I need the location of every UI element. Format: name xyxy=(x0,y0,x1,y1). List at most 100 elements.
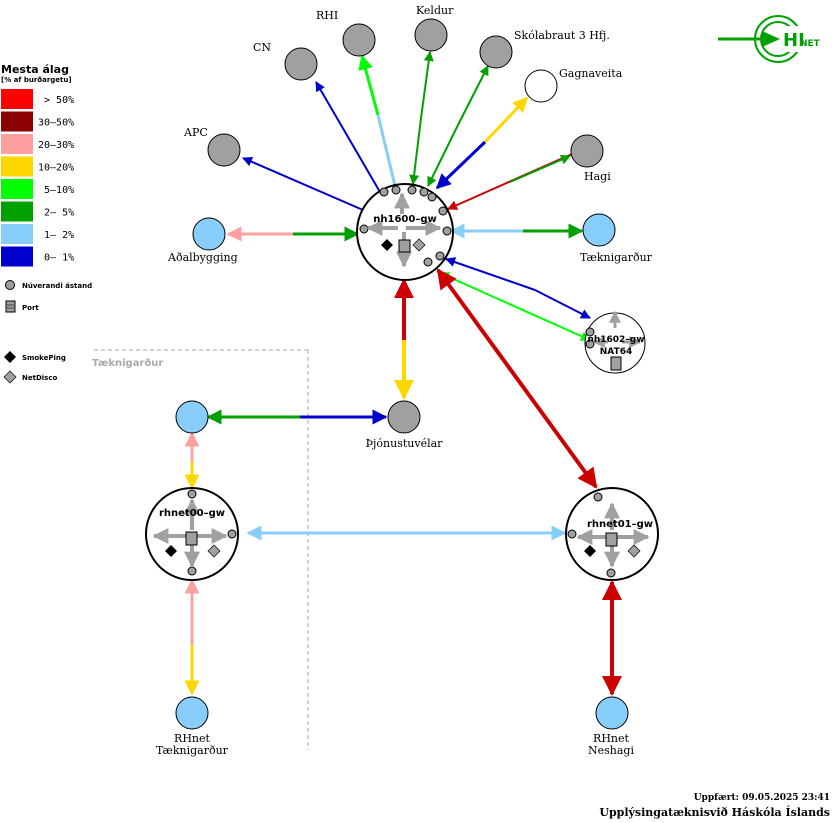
node-taeknigardur[interactable] xyxy=(582,213,616,247)
link-gagnaveita-in[interactable] xyxy=(435,140,487,190)
smokeping-icon xyxy=(4,351,16,363)
leaf-nodes xyxy=(175,18,629,730)
netdisco-icon[interactable] xyxy=(627,544,641,558)
router-rhnet01-label: rhnet01–gw xyxy=(587,519,653,530)
link-skolabraut-out[interactable] xyxy=(457,65,489,126)
legend: Mesta álag [% af burðargetu] > 50%30–50%… xyxy=(1,63,92,384)
node-thjonustuvelar[interactable] xyxy=(387,400,421,434)
node-skolabraut[interactable] xyxy=(479,35,513,69)
smokeping-icon[interactable] xyxy=(381,239,393,251)
logo-text: HI xyxy=(783,30,805,51)
legend-swatch xyxy=(1,156,33,177)
node-rhnet-nh[interactable] xyxy=(595,696,629,730)
label-gagnaveita: Gagnaveita xyxy=(559,67,623,80)
node-apc[interactable] xyxy=(207,133,241,167)
link-keldur-in[interactable] xyxy=(409,117,422,185)
link-keldur-out[interactable] xyxy=(420,51,434,119)
legend-swatch xyxy=(1,111,33,132)
legend-port-label: Port xyxy=(22,304,39,312)
port-dot xyxy=(187,566,197,576)
netdisco-icon[interactable] xyxy=(207,544,221,558)
legend-item-label: 30–50% xyxy=(38,118,74,129)
link-nh1602-in2[interactable] xyxy=(534,289,591,319)
logo: HI NET xyxy=(718,15,821,63)
legend-smokeping-label: SmokePing xyxy=(22,354,66,362)
router-nh1602[interactable]: nh1602–gw NAT64 xyxy=(584,310,646,374)
legend-state-label: Núverandi ástand xyxy=(22,282,92,290)
label-skolabraut: Skólabraut 3 Hfj. xyxy=(514,29,610,42)
footer-updated: Uppfært: 09.05.2025 23:41 xyxy=(694,793,830,803)
link-rhnet01[interactable] xyxy=(436,268,598,489)
logo-arrowhead xyxy=(762,31,780,47)
link-hagi-out[interactable] xyxy=(509,154,571,183)
port-dot xyxy=(585,327,595,337)
legend-item-label: 10–20% xyxy=(38,163,74,174)
port-dot xyxy=(419,187,429,197)
label-apc: APC xyxy=(183,126,208,139)
state-icon xyxy=(5,280,15,290)
label-rhnet-nh-1: RHnet xyxy=(593,732,629,745)
node-keldur[interactable] xyxy=(414,18,448,52)
label-rhnet-nh-2: Neshagi xyxy=(588,744,634,757)
link-apc[interactable] xyxy=(242,156,364,211)
port-icon xyxy=(185,531,198,546)
label-thjonustuvelar: Þjónustuvélar xyxy=(366,437,444,450)
link-rhi-in[interactable] xyxy=(376,114,397,187)
router-nh1600-label: nh1600–gw xyxy=(373,214,436,225)
node-adalbygging[interactable] xyxy=(192,217,226,251)
port-dot xyxy=(593,492,603,502)
router-nh1602-sub: NAT64 xyxy=(600,347,632,357)
router-nh1600[interactable]: nh1600–gw xyxy=(356,183,454,281)
legend-swatch xyxy=(1,179,33,199)
node-cn[interactable] xyxy=(284,47,318,81)
legend-swatch xyxy=(1,134,33,154)
router-rhnet00[interactable]: rhnet00–gw xyxy=(145,487,239,581)
label-rhnet-tg-2: Tæknigarður xyxy=(156,744,229,757)
label-rhnet-tg-1: RHnet xyxy=(174,732,210,745)
port-dot xyxy=(391,185,401,195)
port-dot xyxy=(359,224,369,234)
region-label: Tæknigarður xyxy=(92,358,163,369)
port-dot xyxy=(427,192,437,202)
link-nh1602-in[interactable] xyxy=(445,257,536,291)
label-taeknigardur: Tæknigarður xyxy=(580,251,653,264)
netdisco-icon[interactable] xyxy=(412,238,426,252)
node-rhnet-tg-upper[interactable] xyxy=(175,400,209,434)
footer-org: Upplýsingatæknisvið Háskóla Íslands xyxy=(599,805,830,819)
port-icon xyxy=(398,239,411,253)
legend-swatch xyxy=(1,246,33,267)
port-dot xyxy=(435,251,445,261)
node-hagi[interactable] xyxy=(570,134,604,168)
port-dot xyxy=(187,489,197,499)
port-dot xyxy=(379,187,389,197)
router-rhnet00-label: rhnet00–gw xyxy=(159,508,225,519)
legend-item-label: 20–30% xyxy=(38,140,74,151)
node-gagnaveita[interactable] xyxy=(524,69,558,103)
legend-item-label: 0– 1% xyxy=(38,253,74,264)
router-nh1602-label: nh1602–gw xyxy=(587,335,644,345)
port-dot xyxy=(407,185,417,195)
label-cn: CN xyxy=(253,41,271,54)
smokeping-icon[interactable] xyxy=(165,545,177,557)
legend-item-label: > 50% xyxy=(38,95,74,106)
label-hagi: Hagi xyxy=(584,170,611,183)
link-rhi-out[interactable] xyxy=(358,54,380,116)
legend-netdisco-label: NetDisco xyxy=(22,374,57,382)
port-dot xyxy=(567,529,577,539)
port-dot xyxy=(606,568,616,578)
port-icon xyxy=(605,532,618,547)
label-keldur: Keldur xyxy=(416,4,454,17)
legend-swatch xyxy=(1,89,33,109)
router-rhnet01[interactable]: rhnet01–gw xyxy=(565,487,659,581)
port-dot xyxy=(423,257,433,267)
link-gagnaveita-out[interactable] xyxy=(483,96,529,144)
legend-subtitle: [% af burðargetu] xyxy=(1,76,72,84)
legend-swatch xyxy=(1,224,33,244)
node-rhnet-tg[interactable] xyxy=(175,696,209,730)
logo-mask xyxy=(781,26,821,52)
link-skolabraut-in[interactable] xyxy=(427,124,459,187)
link-cn[interactable] xyxy=(315,81,381,193)
smokeping-icon[interactable] xyxy=(584,545,596,557)
port-dot xyxy=(227,529,237,539)
node-rhi[interactable] xyxy=(342,23,376,57)
